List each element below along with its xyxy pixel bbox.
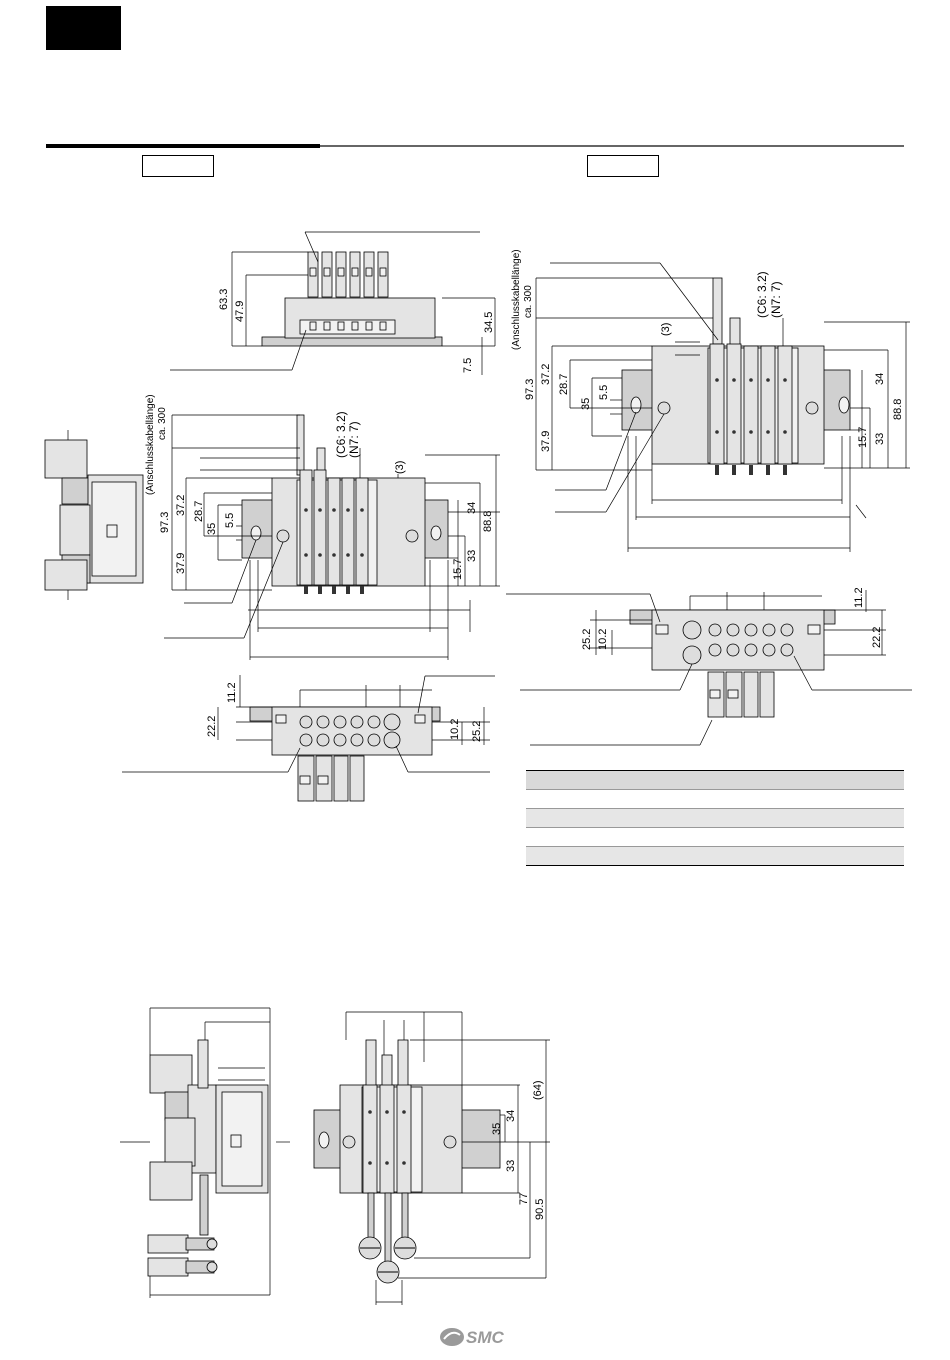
- dim-34-right: 34: [874, 373, 886, 385]
- top-view-manifold: [170, 231, 496, 375]
- dim-97-3-right: 97.3: [524, 379, 536, 400]
- dim-47-9: 47.9: [234, 301, 246, 322]
- left-side-view: [44, 430, 144, 600]
- lower-front-view: [313, 1011, 550, 1305]
- dim-34-5: 34.5: [483, 312, 495, 333]
- dim-34-lower: 34: [505, 1110, 517, 1122]
- dim-37-2-right: 37.2: [540, 364, 552, 385]
- dim-11-2-left: 11.2: [226, 682, 238, 703]
- dim-25-2-right: 25.2: [581, 629, 593, 650]
- dim-35-lower: 35: [491, 1123, 503, 1135]
- right-front-valve-columns: [709, 343, 793, 475]
- header-rule-thin: [320, 145, 904, 147]
- dim-10-2-right: 10.2: [597, 629, 609, 650]
- dim-97-3-left: 97.3: [159, 512, 171, 533]
- dim-28-7-left: 28.7: [193, 501, 205, 522]
- table-row: [526, 789, 904, 809]
- dim-25-2-left: 25.2: [471, 721, 483, 742]
- dim-5-5-right: 5.5: [598, 385, 610, 400]
- dim-22-2-right: 22.2: [871, 627, 883, 648]
- right-port-view: [506, 590, 912, 746]
- dim-35-left: 35: [206, 523, 218, 535]
- right-label-box: [587, 155, 659, 177]
- top-view-valves: [307, 251, 389, 331]
- dim-33-lower: 33: [505, 1160, 517, 1172]
- left-label-box: [142, 155, 214, 177]
- dim-64-lower: (64): [532, 1080, 544, 1100]
- dim-15-7-right: 15.7: [857, 427, 869, 448]
- dim-37-2-left: 37.2: [175, 495, 187, 516]
- dimension-table: [526, 770, 904, 866]
- table-row: [526, 808, 904, 828]
- smc-logo-text: SMC: [466, 1328, 505, 1347]
- cable-length-label-right: (Anschlusskabellänge): [511, 249, 522, 350]
- dim-n7-right: (N7: 7): [769, 281, 783, 318]
- section-tab: [46, 6, 121, 50]
- table-row: [526, 827, 904, 847]
- dim-paren3-right: (3): [660, 323, 672, 336]
- dim-c6-right: (C6: 3.2): [755, 271, 769, 318]
- cable-length-label-left: (Anschlusskabellänge): [145, 394, 156, 495]
- dim-11-2-right: 11.2: [853, 587, 865, 608]
- dim-33-left: 33: [466, 550, 478, 562]
- dim-28-7-right: 28.7: [558, 374, 570, 395]
- dim-7-5: 7.5: [462, 358, 474, 373]
- left-port-view: [122, 675, 495, 802]
- right-port-circles: [682, 620, 794, 665]
- dim-10-2-left: 10.2: [449, 719, 461, 740]
- dim-88-8-left: 88.8: [482, 511, 494, 532]
- dim-c6-left: (C6: 3.2): [334, 411, 348, 458]
- dim-33-right: 33: [874, 433, 886, 445]
- header-rule-thick: [46, 144, 320, 148]
- dim-35-right: 35: [580, 398, 592, 410]
- lower-front-valve-columns: [362, 1084, 412, 1194]
- dim-22-2-left: 22.2: [206, 716, 218, 737]
- dim-5-5-left: 5.5: [224, 513, 236, 528]
- dim-37-9-right: 37.9: [540, 431, 552, 452]
- cable-length-value-left: ca. 300: [157, 407, 168, 440]
- dim-77-lower: 77: [518, 1193, 530, 1205]
- lower-side-view: [120, 1007, 290, 1298]
- dim-37-9-left: 37.9: [175, 553, 187, 574]
- dim-34-left: 34: [466, 502, 478, 514]
- dim-15-7-left: 15.7: [452, 559, 464, 580]
- table-row: [526, 846, 904, 866]
- dim-n7-left: (N7: 7): [347, 421, 361, 458]
- left-front-valve-columns: [299, 469, 369, 594]
- cable-length-value-right: ca. 300: [523, 285, 534, 318]
- left-port-circles: [299, 713, 401, 749]
- left-front-view: [164, 414, 500, 660]
- dim-paren3-left: (3): [394, 461, 406, 474]
- smc-logo: SMC: [440, 1328, 505, 1347]
- table-header-row: [526, 770, 904, 790]
- dim-63-3: 63.3: [218, 289, 230, 310]
- dim-88-8-right: 88.8: [892, 399, 904, 420]
- right-front-view: [535, 262, 910, 552]
- dim-90-5-lower: 90.5: [534, 1199, 546, 1220]
